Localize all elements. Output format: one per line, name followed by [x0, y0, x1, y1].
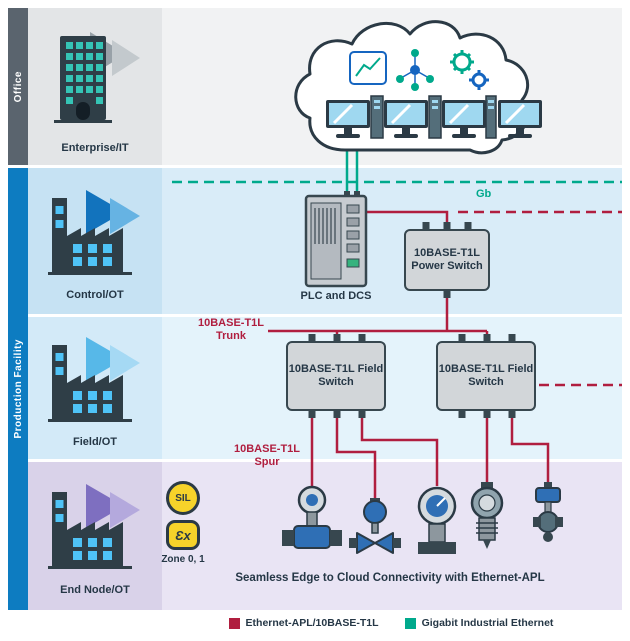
row-label-field: Field/OT	[73, 436, 117, 448]
legend-item-apl: Ethernet-APL/10BASE-T1L	[228, 617, 379, 629]
zone-label: Zone 0, 1	[161, 554, 205, 565]
ethernet-apl-lines	[268, 210, 622, 503]
power-switch-node: 10BASE-T1L Power Switch	[404, 229, 490, 291]
network-icon	[396, 49, 434, 91]
control-factory-icon	[48, 190, 140, 275]
field-switch-1-node: 10BASE-T1L Field Switch	[286, 341, 386, 411]
office-vertical-bar: Office	[8, 8, 28, 165]
legend: Ethernet-APL/10BASE-T1L Gigabit Industri…	[160, 617, 622, 629]
sil-badge: SIL	[166, 481, 200, 515]
row-label-endnode: End Node/OT	[60, 584, 130, 596]
gb-annotation: Gb	[476, 188, 492, 200]
enterprise-building-icon	[54, 32, 140, 123]
spur-annotation: 10BASE-T1L Spur	[233, 443, 301, 468]
control-content-band	[162, 168, 622, 314]
plc-dcs-icon	[304, 191, 368, 288]
control-valve-icon	[349, 498, 401, 554]
apl-color-swatch	[228, 617, 240, 629]
level-sensor-icon	[533, 482, 563, 542]
ex-badge: Ɛx	[166, 520, 200, 550]
cloud-icon	[294, 20, 542, 155]
production-vertical-bar: Production Facility	[8, 168, 28, 610]
field-content-band	[162, 317, 622, 459]
gigabit-ethernet-lines	[172, 150, 622, 197]
legend-apl-label: Ethernet-APL/10BASE-T1L	[245, 617, 379, 629]
gigabit-color-swatch	[404, 617, 416, 629]
legend-gigabit-label: Gigabit Industrial Ethernet	[421, 617, 554, 629]
row-label-enterprise: Enterprise/IT	[61, 142, 129, 154]
legend-item-gigabit: Gigabit Industrial Ethernet	[404, 617, 554, 629]
chart-icon	[349, 51, 387, 85]
transmitter-icon	[417, 486, 457, 554]
plc-label: PLC and DCS	[300, 290, 372, 302]
pressure-transmitter-icon	[470, 482, 504, 549]
row-label-control: Control/OT	[66, 289, 124, 301]
flow-meter-icon	[282, 485, 342, 549]
endnode-factory-icon	[48, 484, 140, 569]
tagline: Seamless Edge to Cloud Connectivity with…	[235, 572, 545, 584]
trunk-annotation: 10BASE-T1L Trunk	[197, 317, 265, 342]
monitor-icons	[326, 100, 542, 138]
switch-connector-studs	[308, 222, 516, 418]
server-tower-icons	[370, 95, 497, 139]
field-switch-2-node: 10BASE-T1L Field Switch	[436, 341, 536, 411]
field-factory-icon	[48, 337, 140, 422]
gears-icon	[450, 50, 489, 90]
